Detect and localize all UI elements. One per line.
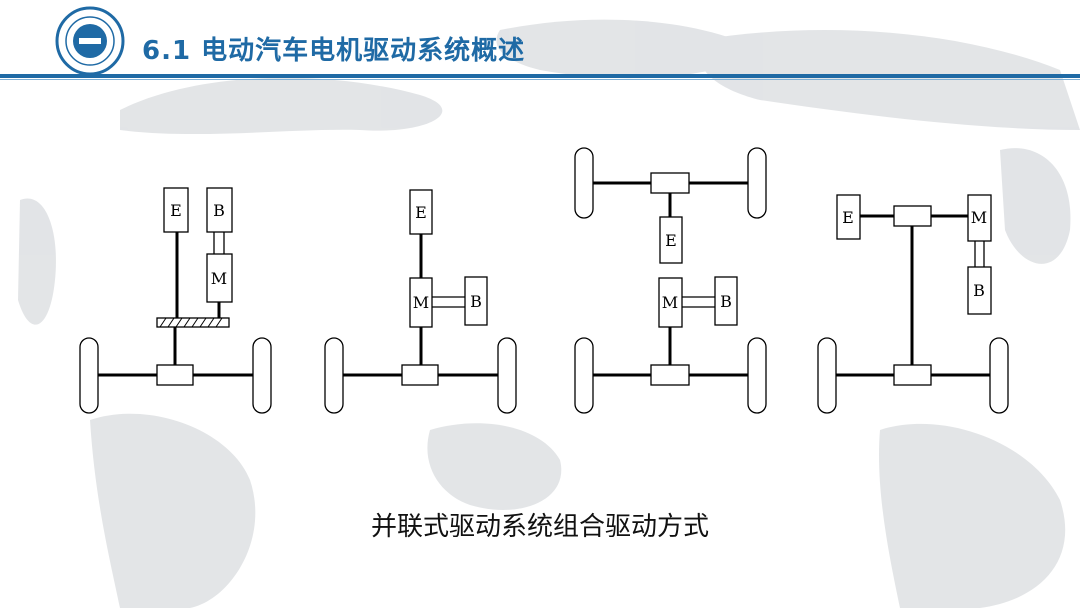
motor-label: M bbox=[413, 293, 429, 312]
header-rule-thin bbox=[0, 79, 1080, 80]
gear-coupling bbox=[156, 317, 230, 328]
engine-box bbox=[409, 189, 433, 235]
config-3: E M B bbox=[574, 147, 767, 414]
wheel-left bbox=[79, 337, 99, 414]
wheel-front-left bbox=[574, 147, 594, 219]
battery-box bbox=[464, 276, 488, 326]
battery-label: B bbox=[213, 201, 225, 220]
battery-box bbox=[967, 266, 992, 315]
wheel-right bbox=[252, 337, 272, 414]
page-title: 6.1 电动汽车电机驱动系统概述 bbox=[142, 36, 526, 66]
header-rule bbox=[0, 74, 1080, 78]
motor-box bbox=[967, 194, 992, 242]
motor-box bbox=[206, 253, 233, 303]
engine-box bbox=[659, 216, 683, 264]
engine-label: E bbox=[170, 201, 182, 220]
wheel-rear-right bbox=[747, 337, 767, 414]
front-differential bbox=[650, 172, 690, 194]
battery-box bbox=[206, 187, 233, 233]
engine-box bbox=[836, 194, 861, 240]
wheel-rear-left bbox=[574, 337, 594, 414]
engine-label: E bbox=[665, 231, 677, 250]
wheel-right bbox=[497, 337, 517, 414]
wheel-front-right bbox=[747, 147, 767, 219]
config-1: E M B bbox=[79, 187, 272, 414]
motor-label: M bbox=[662, 293, 678, 312]
engine-label: E bbox=[415, 203, 427, 222]
gearbox bbox=[893, 205, 932, 227]
battery-label: B bbox=[973, 281, 985, 300]
wheel-right bbox=[989, 337, 1009, 414]
motor-box bbox=[658, 277, 683, 328]
motor-label: M bbox=[211, 269, 227, 288]
engine-box bbox=[163, 187, 189, 233]
figure-caption: 并联式驱动系统组合驱动方式 bbox=[370, 512, 709, 542]
battery-label: B bbox=[720, 292, 732, 311]
differential bbox=[893, 364, 932, 386]
motor-label: M bbox=[971, 208, 987, 227]
engine-label: E bbox=[842, 208, 854, 227]
slide-header: 6.1 电动汽车电机驱动系统概述 bbox=[0, 0, 1080, 80]
university-seal-icon bbox=[55, 6, 125, 76]
battery-label: B bbox=[470, 292, 482, 311]
battery-box bbox=[714, 276, 738, 326]
wheel-left bbox=[324, 337, 344, 414]
differential bbox=[401, 364, 439, 386]
differential bbox=[156, 364, 194, 386]
config-4: E M B bbox=[817, 194, 1009, 414]
wheel-left bbox=[817, 337, 837, 414]
rear-differential bbox=[650, 364, 690, 386]
config-2: M E B bbox=[324, 189, 517, 414]
